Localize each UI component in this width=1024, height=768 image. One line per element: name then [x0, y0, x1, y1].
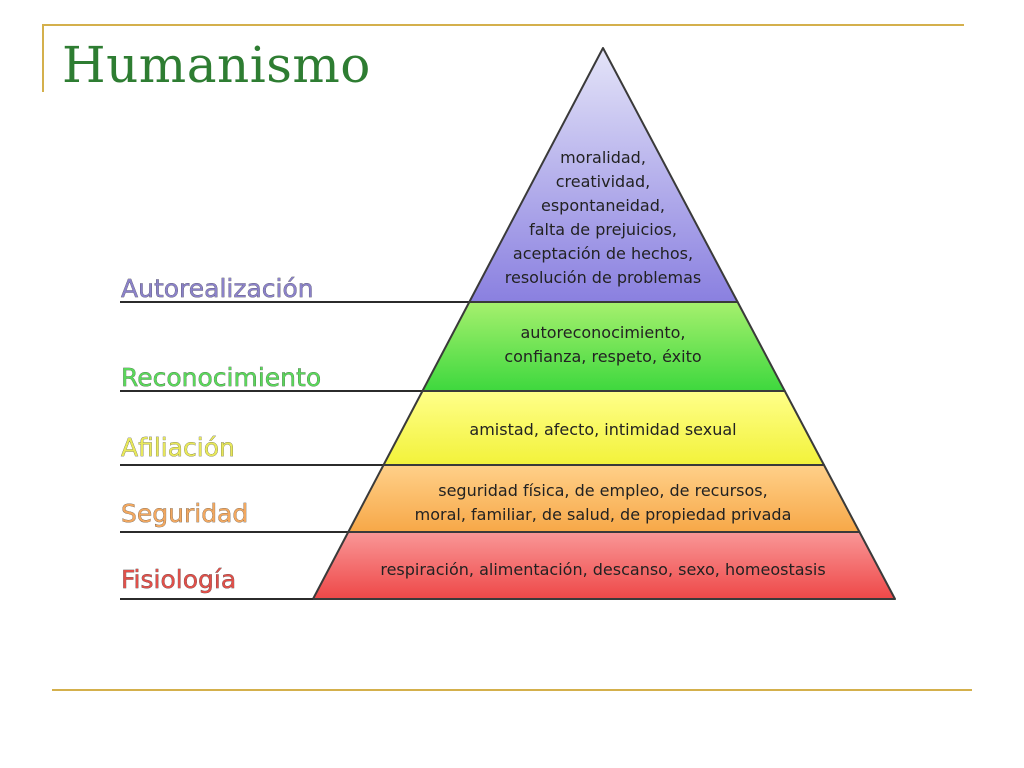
level-description-line: confianza, respeto, éxito	[504, 347, 701, 366]
level-description-line: creatividad,	[556, 172, 651, 191]
pyramid-level-autorealizacion: Autorealización moralidad, creatividad, esp…	[120, 47, 739, 303]
frame-top-line	[42, 24, 964, 26]
level-label-autorealizacion: Autorealización	[121, 274, 314, 303]
level-description-line: aceptación de hechos,	[513, 244, 693, 263]
level-description-line: respiración, alimentación, descanso, sex…	[380, 560, 825, 579]
level-label-afiliacion: Afiliación	[121, 433, 235, 462]
level-description-line: resolución de problemas	[505, 268, 701, 287]
pyramid-level-afiliacion: Afiliación amistad, afecto, intimidad sex…	[120, 390, 825, 466]
level-label-reconocimiento: Reconocimiento	[121, 363, 321, 392]
pyramid-level-fisiologia: Fisiología respiración, alimentación, des…	[120, 531, 896, 600]
pyramid-level-reconocimiento: Reconocimiento autoreconocimiento, confian…	[120, 301, 786, 392]
level-description-line: espontaneidad,	[541, 196, 665, 215]
level-description-line: moralidad,	[560, 148, 646, 167]
frame-bottom-line	[52, 689, 972, 691]
level-label-fisiologia: Fisiología	[121, 565, 236, 594]
level-description-line: moral, familiar, de salud, de propiedad …	[415, 505, 792, 524]
level-label-seguridad: Seguridad	[121, 499, 248, 528]
level-description-line: falta de prejuicios,	[529, 220, 677, 239]
level-description-line: amistad, afecto, intimidad sexual	[469, 420, 736, 439]
slide-title: Humanismo	[62, 36, 371, 94]
pyramid-band-fisiologia	[312, 531, 896, 600]
level-description-line: autoreconocimiento,	[521, 323, 686, 342]
frame-left-line	[42, 24, 44, 92]
pyramid-level-seguridad: Seguridad seguridad física, de empleo, de…	[120, 464, 861, 533]
level-description-line: seguridad física, de empleo, de recursos…	[438, 481, 767, 500]
